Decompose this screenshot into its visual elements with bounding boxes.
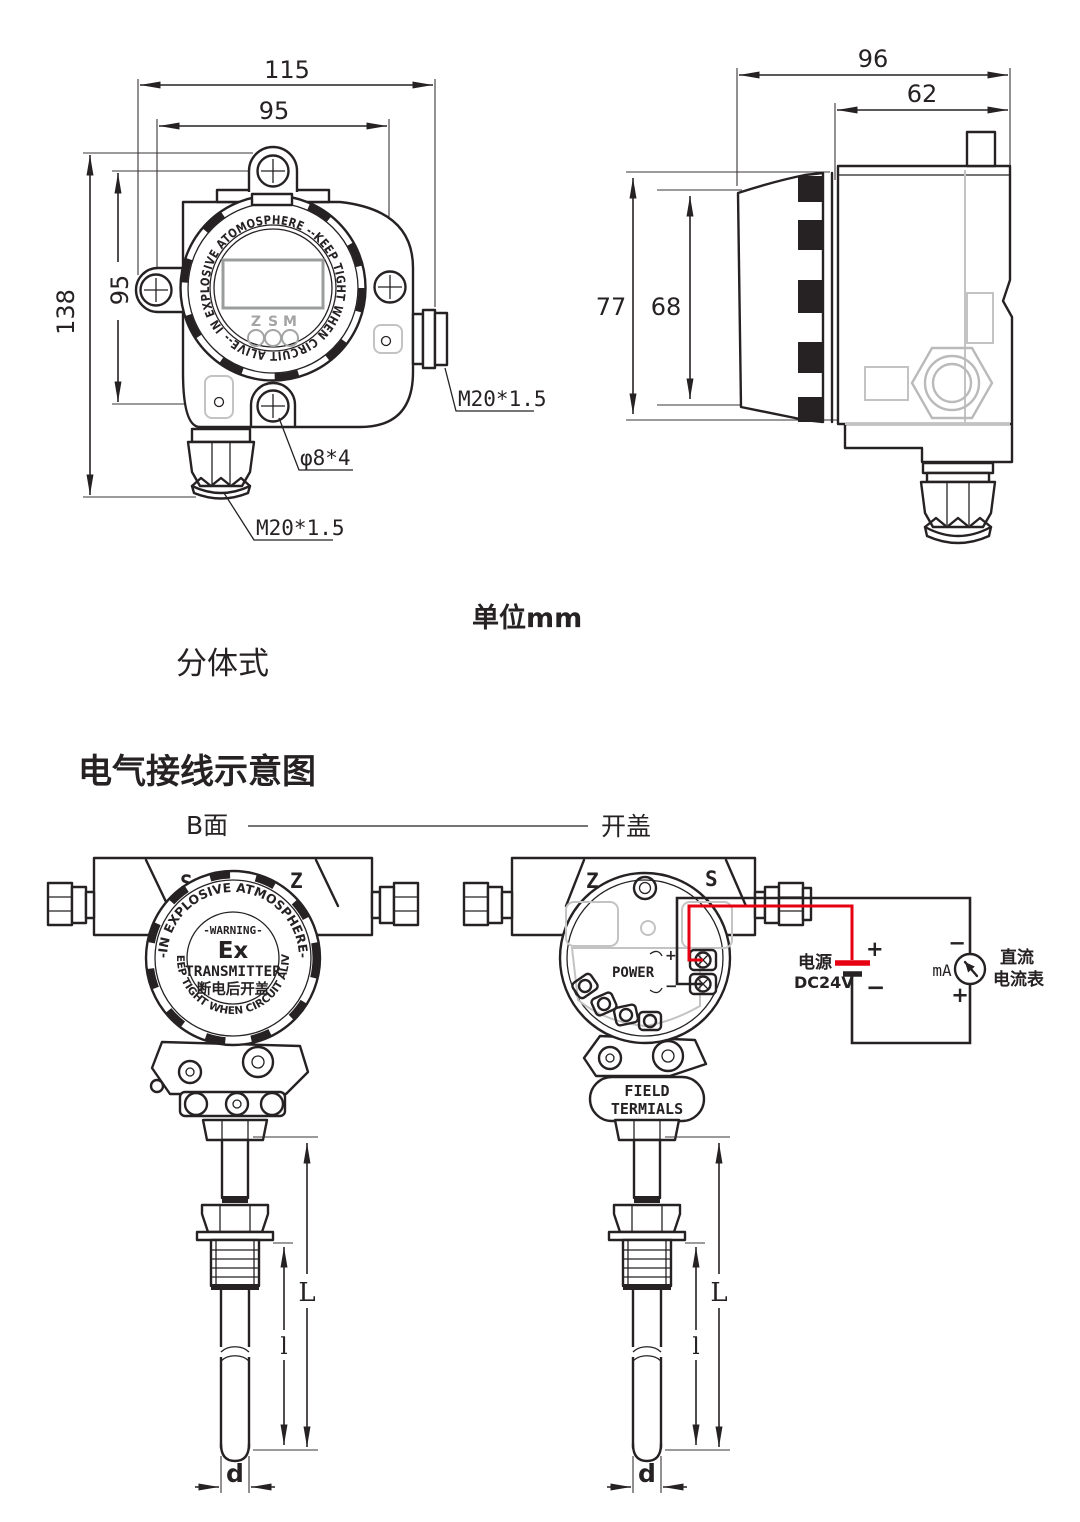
open-notice-label: 断电后开盖 xyxy=(197,980,270,998)
split-type-label: 分体式 xyxy=(176,646,269,682)
lcd-display xyxy=(221,258,325,310)
b-side-label: B面 xyxy=(186,811,228,840)
warning-label: -WARNING- xyxy=(203,924,263,937)
supply-plus: + xyxy=(866,937,884,961)
wire-negative-return xyxy=(850,977,972,1045)
device-open-dim-d: d xyxy=(638,1459,656,1488)
bottom-entry-label: M20*1.5 xyxy=(256,516,345,540)
meter-name-1: 直流 xyxy=(1000,947,1034,968)
band-line1: FIELD xyxy=(624,1082,669,1100)
button-labels: Z S M xyxy=(247,314,299,347)
front-view-dimensions: 115 95 138 95 xyxy=(52,56,436,498)
supply-value: DC24V xyxy=(794,973,854,992)
side-view: 96 62 77 68 xyxy=(596,45,1014,545)
button-m-label: M xyxy=(283,314,297,330)
dim-depth-total: 96 xyxy=(858,45,889,73)
device-open-corner-s: S xyxy=(705,867,718,891)
dim-depth-body: 62 xyxy=(907,80,938,108)
ammeter-symbol: mA − + 直流 电流表 xyxy=(932,931,1045,1007)
dim-height-body-side: 68 xyxy=(651,293,682,321)
device-b-center-text: -WARNING- Ex TRANSMITTER 断电后开盖 xyxy=(185,924,281,998)
device-b-corner-z: Z xyxy=(290,869,303,893)
device-b-dim-d: d xyxy=(226,1459,244,1488)
device-open-dim-l: l xyxy=(692,1334,699,1360)
front-view: 115 95 138 95 xyxy=(52,56,547,541)
meter-unit: mA xyxy=(932,961,952,980)
device-b-bracket xyxy=(149,1040,310,1118)
button-z-label: Z xyxy=(251,314,261,330)
side-bottom-gland xyxy=(919,461,997,545)
device-b-left-gland xyxy=(46,881,96,927)
power-minus-label: − xyxy=(665,977,678,995)
side-view-dimensions: 96 62 77 68 xyxy=(596,45,1011,421)
device-b-dim-L: L xyxy=(298,1278,315,1308)
button-s-label: S xyxy=(268,314,278,330)
front-view-housing: IN EXPLOSIVE ATOMOSPHERE --KEEP TIGHT WH… xyxy=(134,145,449,500)
dim-width-holes: 95 xyxy=(259,97,290,125)
bottom-cable-gland xyxy=(186,427,256,500)
wire-positive xyxy=(687,904,854,962)
device-open-view: Z S xyxy=(462,856,813,1493)
side-view-housing xyxy=(736,130,1014,545)
wire-negative xyxy=(675,896,972,986)
meter-minus: − xyxy=(948,931,966,955)
device-b-dim-l: l xyxy=(280,1334,287,1360)
wiring-title: 电气接线示意图 xyxy=(78,752,316,792)
supply-minus: − xyxy=(866,975,885,1001)
wiring-circuit: + − 电源 DC24V mA − + 直流 电流表 xyxy=(675,896,1045,1045)
units-label: 单位mm xyxy=(472,602,582,634)
sensor-terminal-screws[interactable] xyxy=(571,972,663,1032)
power-plus-label: + xyxy=(665,948,677,964)
transmitter-label: TRANSMITTER xyxy=(185,964,281,980)
dim-height-total: 138 xyxy=(52,289,80,335)
top-mount-hole xyxy=(256,154,290,188)
dim-height-holes: 95 xyxy=(106,275,134,306)
device-open-right-gland xyxy=(753,881,813,927)
right-mount-hole xyxy=(373,270,407,304)
meter-plus: + xyxy=(951,983,969,1007)
front-view-callouts: M20*1.5 φ8*4 M20*1.5 xyxy=(223,367,547,541)
supply-name: 电源 xyxy=(798,952,832,973)
dim-height-total-side: 77 xyxy=(596,293,627,321)
device-open-left-gland xyxy=(462,881,514,927)
side-cable-entry xyxy=(411,308,449,370)
button-m[interactable] xyxy=(281,329,299,347)
side-entry-label: M20*1.5 xyxy=(458,387,547,411)
power-supply-symbol: + − 电源 DC24V xyxy=(794,937,885,1001)
device-open-corner-z: Z xyxy=(586,869,599,893)
left-mount-hole xyxy=(139,273,173,307)
device-open-interior: POWER + − xyxy=(565,875,733,1032)
meter-name-2: 电流表 xyxy=(993,969,1045,990)
section-labels: 单位mm 分体式 电气接线示意图 B面 开盖 xyxy=(78,602,651,841)
device-b-right-gland xyxy=(370,881,420,927)
svg-text:--IN EXPLOSIVE ATMOSPHERE--: --IN EXPLOSIVE ATMOSPHERE-- xyxy=(0,0,311,958)
open-cover-label: 开盖 xyxy=(601,812,651,841)
mount-holes-label: φ8*4 xyxy=(300,446,351,470)
bottom-mount-hole xyxy=(256,389,290,423)
power-label: POWER xyxy=(612,965,655,981)
ex-mark: Ex xyxy=(218,938,249,964)
device-open-dim-L: L xyxy=(710,1278,727,1308)
field-terminals-band: FIELD TERMIALS xyxy=(588,1075,706,1123)
band-line2: TERMIALS xyxy=(611,1100,683,1118)
dim-width-total: 115 xyxy=(264,56,310,84)
